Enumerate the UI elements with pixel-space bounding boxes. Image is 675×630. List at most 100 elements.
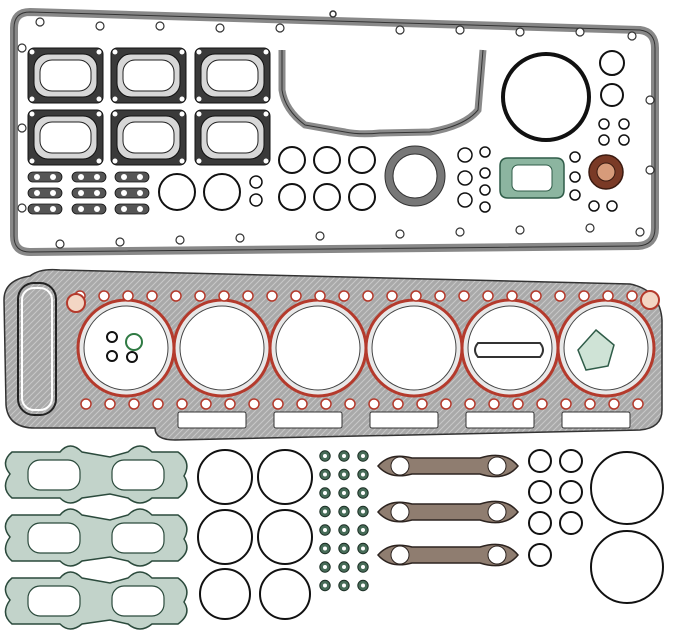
o-ring	[559, 511, 583, 535]
bolt-hole	[155, 21, 165, 31]
valve-stem-seal-bore	[361, 546, 365, 551]
bolt-hole	[275, 23, 285, 33]
valve-cover-bolt-holes	[17, 17, 655, 249]
o-ring	[197, 509, 253, 565]
port-gasket	[194, 109, 271, 166]
head-hole	[128, 398, 140, 410]
head-hole	[272, 398, 284, 410]
o-ring	[259, 568, 311, 620]
valve-stem-seal-bore	[361, 454, 365, 458]
head-hole	[560, 398, 572, 410]
bolt-hole	[55, 239, 65, 249]
head-hole	[584, 398, 596, 410]
o-ring	[257, 509, 313, 565]
o-ring	[618, 118, 630, 130]
head-hole	[176, 398, 188, 410]
crankshaft-seal	[588, 154, 624, 190]
valve-stem-seal-bore	[323, 509, 327, 514]
bolt-hole	[315, 231, 325, 241]
bolt-hole	[455, 227, 465, 237]
head-hole	[146, 290, 158, 302]
small-gasket	[71, 203, 107, 215]
bolt-hole	[645, 165, 655, 175]
head-hole	[248, 398, 260, 410]
head-hole	[314, 290, 326, 302]
small-gasket	[114, 203, 150, 215]
small-gasket	[114, 171, 150, 183]
small-gasket	[114, 187, 150, 199]
o-ring	[559, 480, 583, 504]
head-hole	[506, 290, 518, 302]
o-ring	[528, 511, 552, 535]
o-ring	[606, 200, 618, 212]
o-ring	[528, 480, 552, 504]
cylinder-bore-inner	[275, 305, 361, 391]
o-ring	[618, 134, 630, 146]
bolt-hole	[17, 123, 27, 133]
port-gasket	[27, 109, 104, 166]
valve-stem-seal-bore	[323, 583, 327, 588]
head-hole	[344, 398, 356, 410]
head-hole	[440, 398, 452, 410]
bolt-hole	[17, 43, 27, 53]
o-ring	[457, 192, 473, 208]
valve-stem-seal-bore	[342, 472, 346, 477]
coolant-slot	[465, 411, 535, 429]
o-ring	[528, 543, 552, 567]
valve-stem-seal-bore	[361, 509, 365, 514]
o-ring	[313, 146, 341, 174]
head-hole	[98, 290, 110, 302]
cylinder-head-gasket	[3, 268, 663, 441]
oil-seal-housing	[384, 145, 446, 207]
o-ring	[479, 146, 491, 158]
valve-stem-seal-bore	[323, 472, 327, 477]
o-ring	[590, 451, 664, 525]
o-ring	[588, 200, 600, 212]
coolant-slot	[273, 411, 343, 429]
head-hole	[530, 290, 542, 302]
bolt-hole	[455, 25, 465, 35]
valve-stem-seal-bore	[361, 472, 365, 477]
head-hole	[536, 398, 548, 410]
head-hole	[170, 290, 182, 302]
o-ring	[313, 183, 341, 211]
head-hole	[194, 290, 206, 302]
head-hole	[122, 290, 134, 302]
bolt-hole	[515, 27, 525, 37]
valve-stem-seal-bore	[361, 491, 365, 495]
o-ring	[559, 449, 583, 473]
head-hole	[218, 290, 230, 302]
head-hole	[554, 290, 566, 302]
o-ring	[479, 167, 491, 179]
valve-stem-seal-bore	[323, 491, 327, 495]
o-ring	[249, 175, 263, 189]
timing-cover-gasket	[278, 49, 487, 138]
o-ring	[479, 184, 491, 196]
bolt-hole	[17, 203, 27, 213]
head-hole	[80, 398, 92, 410]
port-gasket	[110, 47, 187, 104]
coolant-slot	[561, 411, 631, 429]
bolt-hole	[635, 227, 645, 237]
o-ring	[158, 173, 196, 211]
small-gasket	[71, 187, 107, 199]
dowel-hole	[640, 290, 660, 310]
thermostat-gasket	[499, 157, 565, 199]
valve-stem-seal-bore	[342, 528, 346, 532]
o-ring	[569, 171, 581, 183]
o-ring	[348, 183, 376, 211]
water-jacket-plate	[577, 328, 615, 371]
o-ring	[197, 449, 253, 505]
o-ring	[598, 118, 610, 130]
head-hole	[458, 290, 470, 302]
bolt-hole	[585, 223, 595, 233]
head-bolt-holes	[66, 290, 660, 429]
intake-gasket	[377, 454, 519, 478]
coolant-slot	[177, 411, 247, 429]
valve-stem-seal-bore	[342, 509, 346, 514]
o-ring	[457, 147, 473, 163]
o-ring	[249, 193, 263, 207]
o-ring	[278, 183, 306, 211]
port-gasket	[110, 109, 187, 166]
